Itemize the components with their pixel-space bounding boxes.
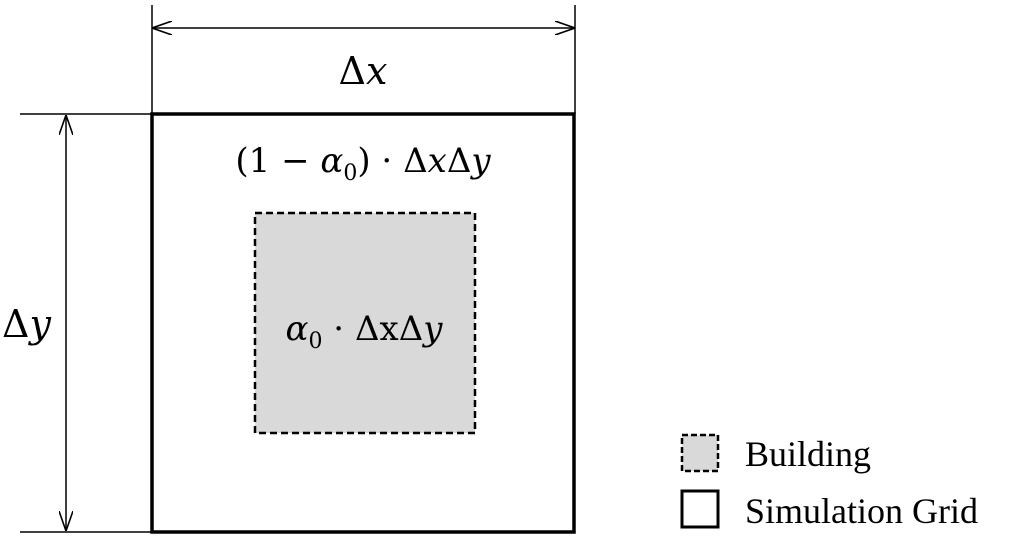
legend-building-swatch: [680, 433, 720, 473]
legend: Building Simulation Grid: [680, 433, 978, 531]
dx-label: Δx: [339, 49, 388, 93]
building-area-label: α0 · ΔxΔy: [286, 309, 444, 354]
legend-grid-label: Simulation Grid: [745, 491, 978, 531]
outer-area-label: (1 − α0) · ΔxΔy: [235, 141, 491, 186]
dy-label: Δy: [2, 302, 51, 346]
legend-building-label: Building: [745, 434, 871, 474]
legend-grid-swatch: [680, 489, 720, 529]
building-footprint: [253, 211, 477, 435]
simulation-grid-cell: [150, 112, 576, 534]
